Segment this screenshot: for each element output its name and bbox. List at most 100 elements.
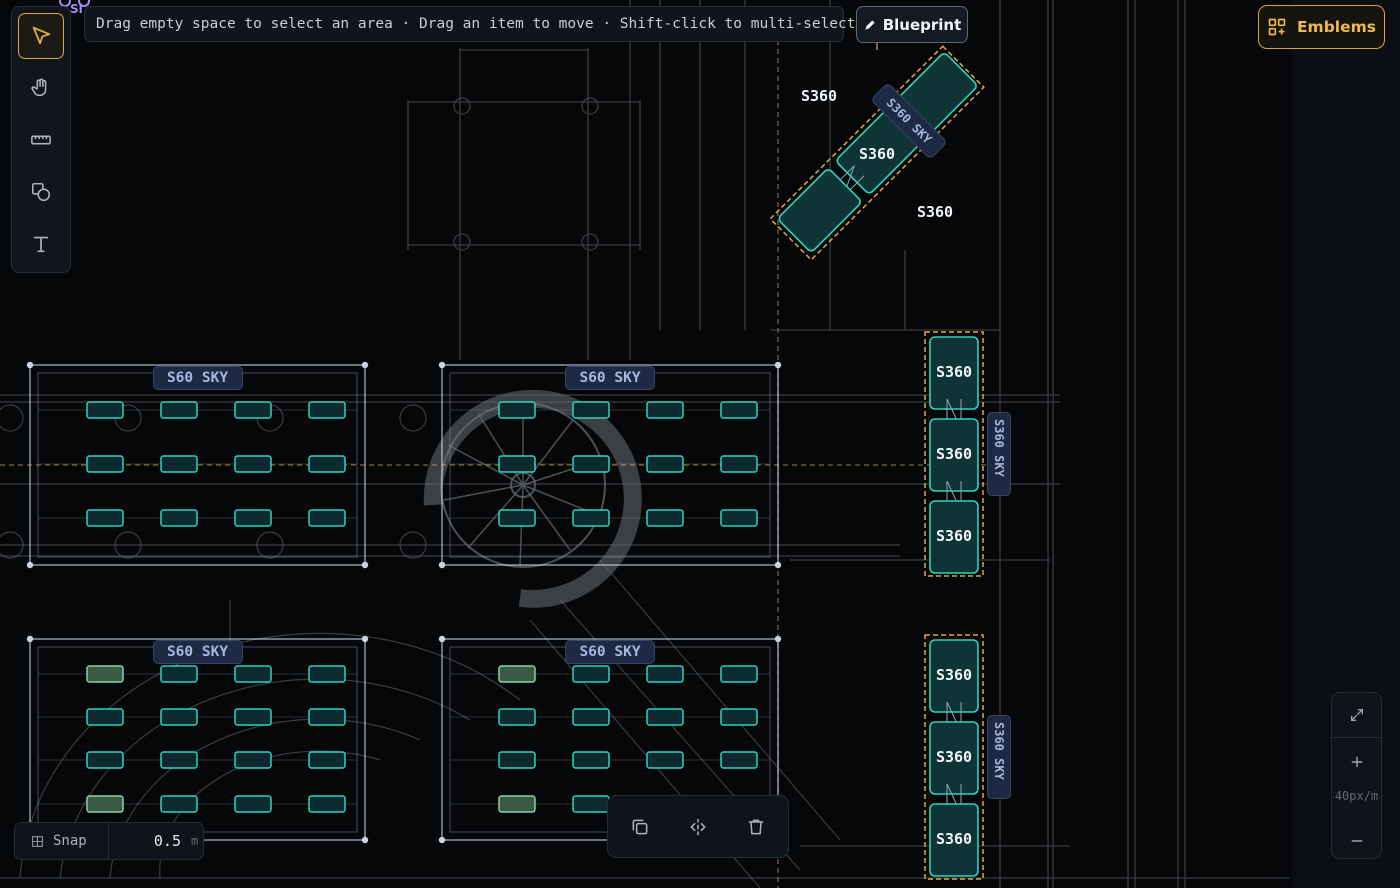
resize-handle[interactable]	[438, 561, 446, 569]
fixture-s60[interactable]	[86, 509, 124, 527]
snap-value-input[interactable]: 0.5	[153, 832, 181, 850]
fixture-s360[interactable]	[929, 336, 979, 410]
text-tool[interactable]	[18, 221, 64, 267]
fixture-s60[interactable]	[646, 751, 684, 769]
fixture-s360[interactable]	[929, 500, 979, 574]
fixture-s60[interactable]	[160, 509, 198, 527]
resize-handle[interactable]	[361, 561, 369, 569]
fixture-s60[interactable]	[498, 509, 536, 527]
pan-tool[interactable]	[18, 65, 64, 111]
fixture-s60[interactable]	[160, 455, 198, 473]
resize-handle[interactable]	[361, 361, 369, 369]
group-frame[interactable]	[441, 364, 779, 566]
resize-handle[interactable]	[438, 361, 446, 369]
fixture-s60[interactable]	[720, 708, 758, 726]
group-frame[interactable]	[29, 364, 366, 566]
fixture-s360[interactable]	[929, 721, 979, 795]
fixture-s60[interactable]	[646, 509, 684, 527]
group-label[interactable]: S60 SKY	[152, 640, 243, 664]
resize-handle[interactable]	[26, 561, 34, 569]
zoom-in-button[interactable]	[1332, 742, 1381, 782]
fixture-s60[interactable]	[308, 708, 346, 726]
fixture-s60[interactable]	[160, 708, 198, 726]
fixture-s60[interactable]	[720, 455, 758, 473]
fixture-s60[interactable]	[572, 401, 610, 419]
fixture-s60[interactable]	[720, 401, 758, 419]
flip-button[interactable]	[680, 809, 716, 845]
resize-handle[interactable]	[26, 361, 34, 369]
resize-handle[interactable]	[361, 836, 369, 844]
fixture-s60[interactable]	[498, 401, 536, 419]
fixture-s60[interactable]	[308, 401, 346, 419]
fixture-s60[interactable]	[498, 795, 536, 813]
fixture-s60[interactable]	[234, 455, 272, 473]
blueprint-button[interactable]: Blueprint	[856, 6, 968, 43]
fixture-s60[interactable]	[234, 665, 272, 683]
fixture-s60[interactable]	[86, 708, 124, 726]
fixture-s360[interactable]	[929, 418, 979, 492]
fixture-s60[interactable]	[308, 751, 346, 769]
delete-button[interactable]	[738, 809, 774, 845]
fit-view-button[interactable]	[1332, 695, 1381, 735]
fixture-s60[interactable]	[86, 665, 124, 683]
fixture-s60[interactable]	[572, 455, 610, 473]
fixture-s60[interactable]	[160, 401, 198, 419]
fixture-s60[interactable]	[160, 751, 198, 769]
fixture-s60[interactable]	[498, 751, 536, 769]
fixture-s60[interactable]	[498, 665, 536, 683]
fixture-s60[interactable]	[160, 795, 198, 813]
fixture-s60[interactable]	[572, 708, 610, 726]
snap-toggle[interactable]: Snap	[15, 823, 109, 859]
rig-label[interactable]: S360 SKY	[987, 715, 1011, 799]
shape-tool[interactable]	[18, 169, 64, 215]
group-label[interactable]: S60 SKY	[152, 366, 243, 390]
group-label[interactable]: S60 SKY	[565, 366, 655, 390]
fixture-s60[interactable]	[86, 401, 124, 419]
zoom-out-button[interactable]	[1332, 821, 1381, 861]
fixture-s60[interactable]	[234, 509, 272, 527]
resize-handle[interactable]	[774, 635, 782, 643]
fixture-s60[interactable]	[646, 455, 684, 473]
fixture-s360[interactable]	[929, 639, 979, 713]
fixture-s60[interactable]	[308, 795, 346, 813]
fixture-s60[interactable]	[234, 708, 272, 726]
emblems-button[interactable]: Emblems	[1258, 5, 1385, 49]
group-label[interactable]: S60 SKY	[565, 640, 655, 664]
fixture-s60[interactable]	[572, 665, 610, 683]
resize-handle[interactable]	[438, 836, 446, 844]
resize-handle[interactable]	[438, 635, 446, 643]
fixture-s60[interactable]	[308, 665, 346, 683]
fixture-s60[interactable]	[234, 751, 272, 769]
resize-handle[interactable]	[774, 561, 782, 569]
fixture-s60[interactable]	[720, 509, 758, 527]
fixture-s60[interactable]	[86, 751, 124, 769]
rig-label[interactable]: S360 SKY	[987, 412, 1011, 496]
fixture-s60[interactable]	[498, 708, 536, 726]
fixture-s60[interactable]	[498, 455, 536, 473]
resize-handle[interactable]	[774, 361, 782, 369]
duplicate-button[interactable]	[622, 809, 658, 845]
fixture-s360[interactable]	[929, 803, 979, 877]
fixture-s60[interactable]	[646, 665, 684, 683]
fixture-s60[interactable]	[720, 751, 758, 769]
fixture-s60[interactable]	[572, 509, 610, 527]
fixture-s60[interactable]	[646, 708, 684, 726]
fixture-s360[interactable]	[777, 168, 862, 253]
resize-handle[interactable]	[361, 635, 369, 643]
fixture-s60[interactable]	[86, 455, 124, 473]
select-tool[interactable]	[18, 13, 64, 59]
fixture-s60[interactable]	[308, 509, 346, 527]
fixture-s60[interactable]	[572, 795, 610, 813]
fixture-s60[interactable]	[646, 401, 684, 419]
resize-handle[interactable]	[26, 635, 34, 643]
fixture-s60[interactable]	[308, 455, 346, 473]
fixture-s60[interactable]	[86, 795, 124, 813]
fixture-s60[interactable]	[234, 795, 272, 813]
fixture-s60[interactable]	[234, 401, 272, 419]
fixture-s60[interactable]	[160, 665, 198, 683]
fixture-s60[interactable]	[572, 751, 610, 769]
measure-tool[interactable]	[18, 117, 64, 163]
